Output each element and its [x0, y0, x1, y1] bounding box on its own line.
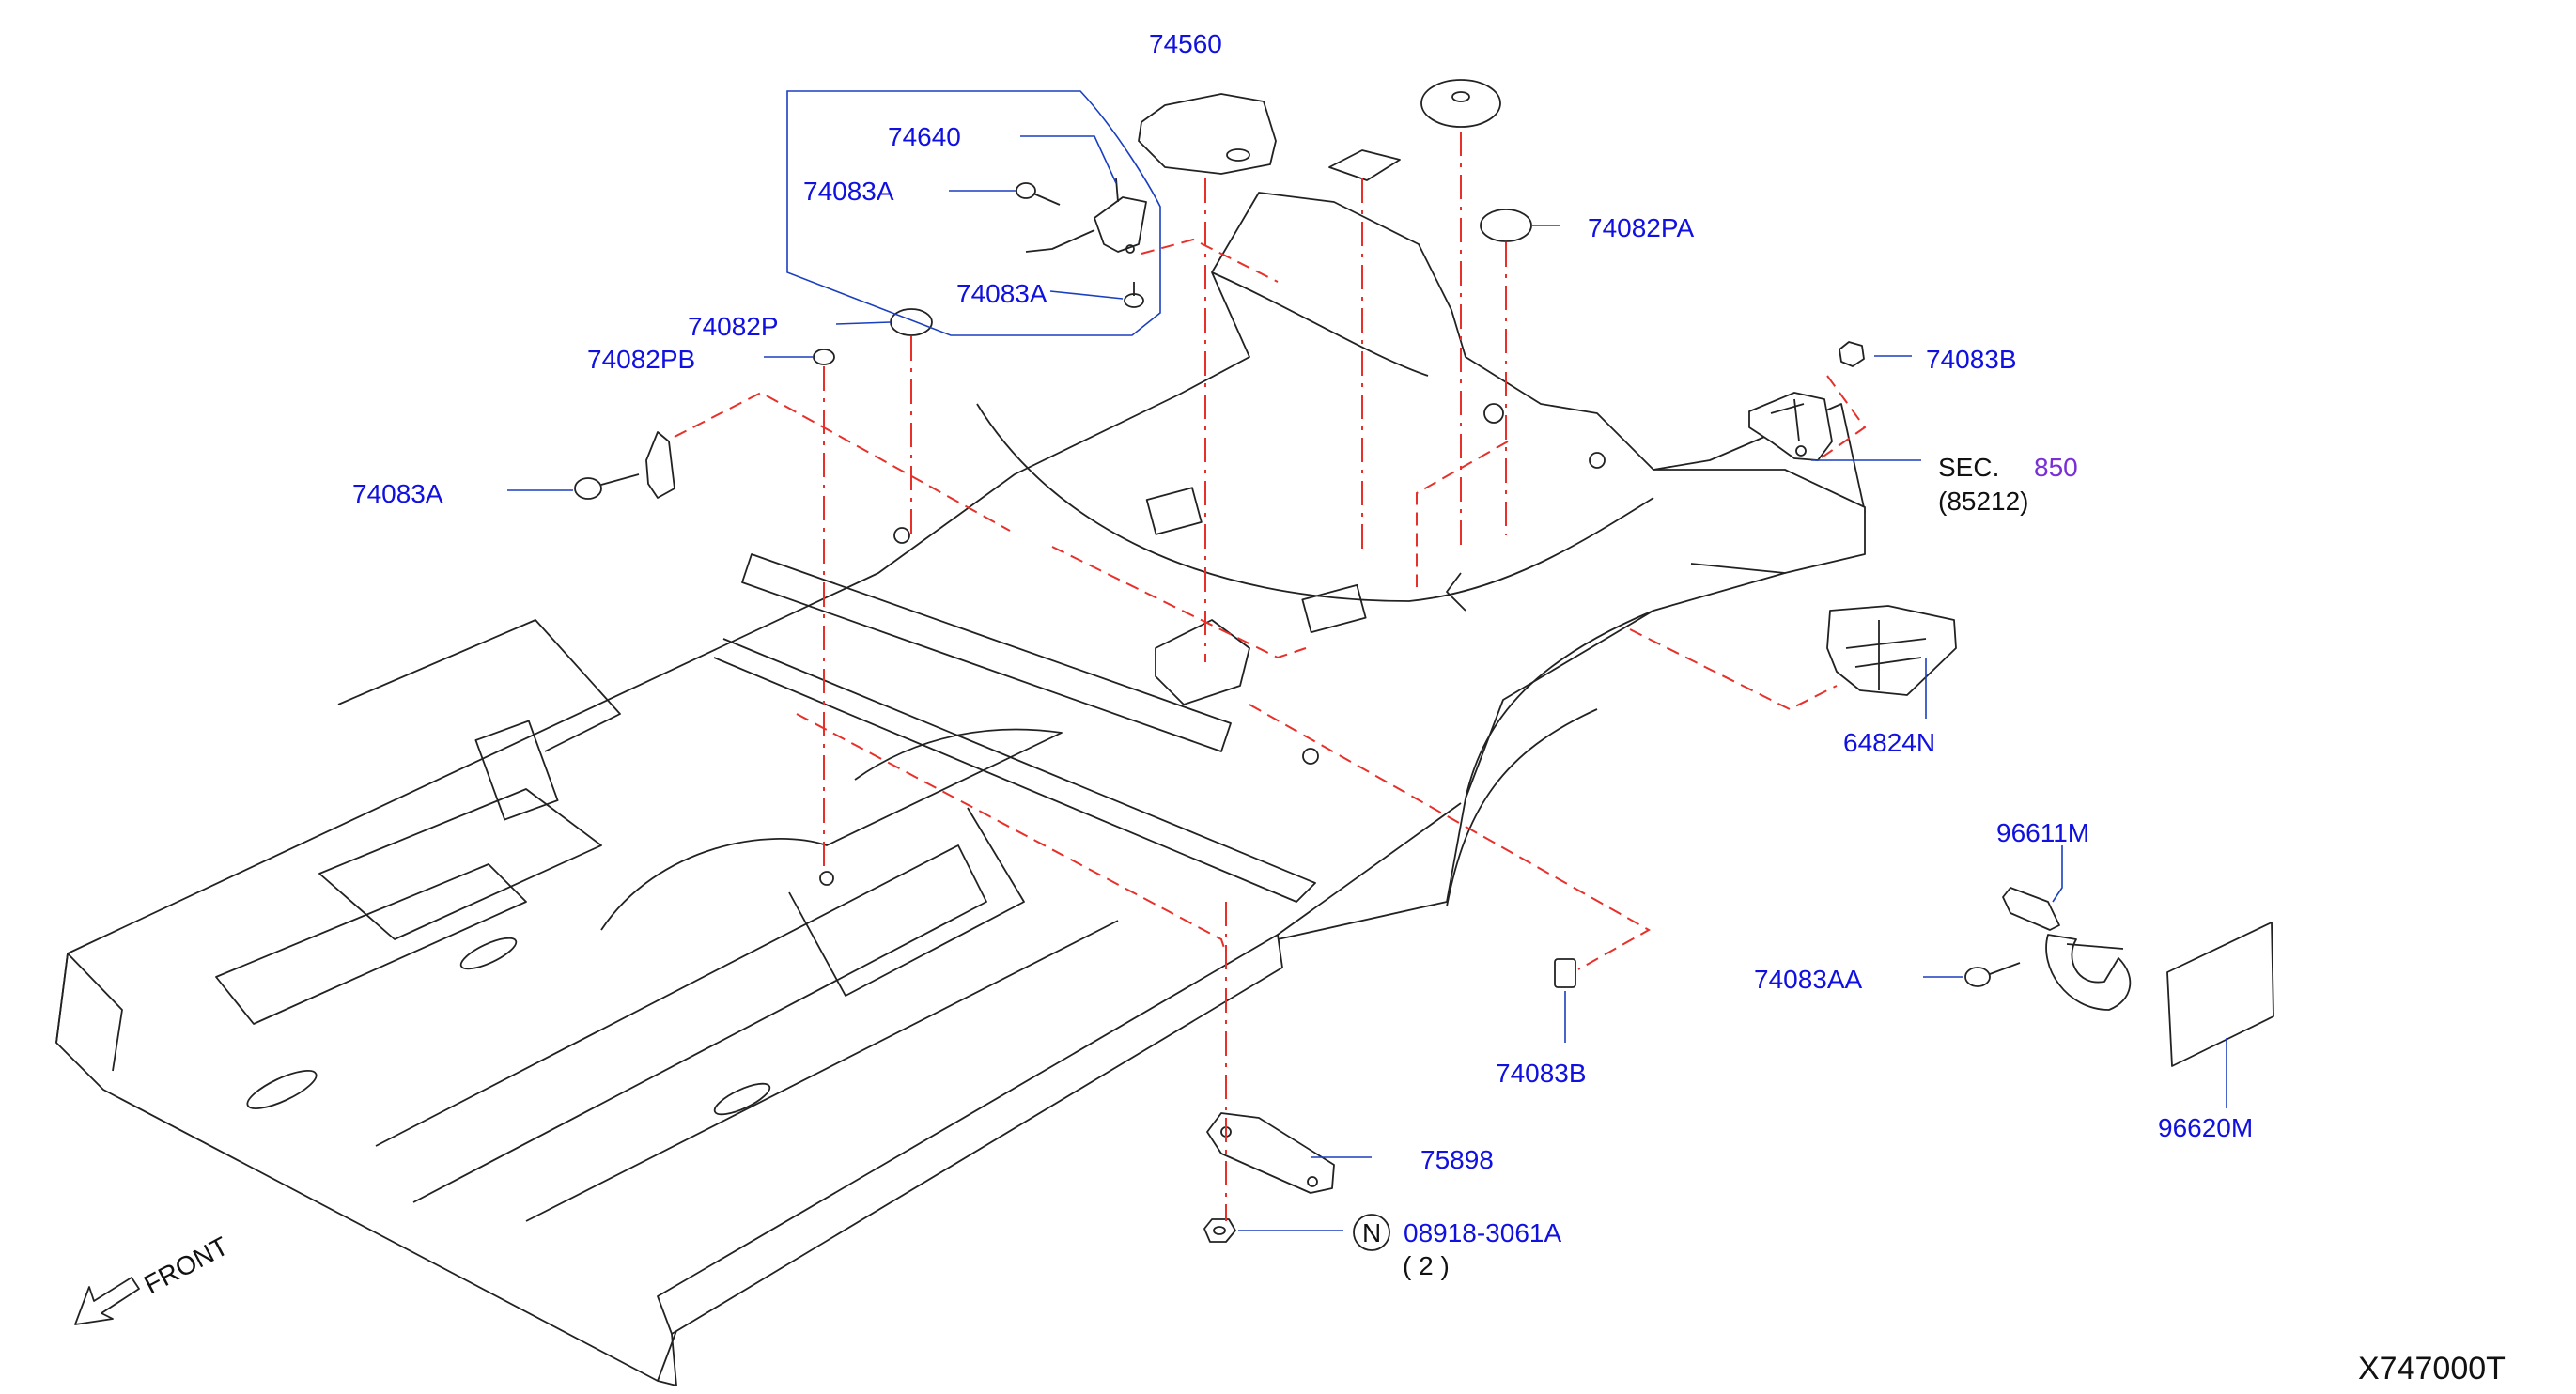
label-96620M-shape	[2166, 922, 2274, 1067]
front-arrow-icon	[74, 1277, 140, 1325]
nut-symbol-letter: N	[1362, 1218, 1381, 1247]
nut-74083B-upper-shape	[1839, 341, 1865, 367]
callout-74640: 74640	[888, 122, 961, 151]
plug-74082P-shape	[890, 308, 933, 336]
floor-pad-shape	[1420, 79, 1501, 128]
nut-08918-shape	[1203, 1218, 1236, 1243]
callout-64824N: 64824N	[1843, 728, 1935, 757]
callout-74083AA: 74083AA	[1754, 965, 1863, 994]
callout-75898: 75898	[1420, 1145, 1494, 1174]
assembly-group-box	[786, 90, 1161, 336]
callout-sec-sub: (85212)	[1938, 487, 2029, 516]
callout-74560: 74560	[1149, 29, 1222, 58]
callout-sec-prefix: SEC.	[1938, 453, 1999, 482]
callout-74083B-upper: 74083B	[1926, 345, 2017, 374]
sec850-bracket-shape	[1748, 392, 1833, 461]
nut-symbol-icon	[1353, 1214, 1390, 1251]
front-direction-label: FRONT	[139, 1231, 233, 1300]
callout-74083A-upper: 74083A	[803, 177, 894, 206]
callout-74082P: 74082P	[688, 312, 779, 341]
bolt-74083A-left-shape	[574, 431, 675, 500]
diagram-id: X747000T	[2358, 1351, 2506, 1386]
plug-74082PA-shape	[1480, 209, 1532, 242]
plug-74082PB-shape	[813, 348, 835, 365]
bolt-74083AA-shape	[1964, 962, 2021, 987]
part-64824N-shape	[1826, 605, 1957, 696]
callout-96611M: 96611M	[1996, 818, 2089, 847]
callout-74083A-lower: 74083A	[956, 279, 1047, 308]
callout-96620M: 96620M	[2158, 1113, 2253, 1142]
callout-08918-3061A: 08918-3061A	[1404, 1218, 1561, 1247]
clip-74083B-lower-shape	[1554, 958, 1576, 988]
mat-piece-shape	[1328, 149, 1401, 181]
bolt-74083A-lower-shape	[1124, 282, 1144, 308]
callout-74082PA: 74082PA	[1588, 213, 1694, 242]
bolt-74083A-upper-shape	[1016, 182, 1061, 206]
callout-sec-number[interactable]: 850	[2034, 453, 2078, 482]
part-74560-shape	[1138, 93, 1277, 175]
callout-leaders	[507, 135, 2227, 1231]
callout-74082PB: 74082PB	[587, 345, 695, 374]
assembly-guides	[674, 132, 1867, 1221]
callout-74083A-left: 74083A	[352, 479, 443, 508]
part-96611M-shape	[2002, 887, 2132, 1011]
part-74640-shape	[1025, 178, 1147, 254]
callout-nut-qty: ( 2 )	[1403, 1251, 1450, 1280]
callout-74083B-lower: 74083B	[1496, 1059, 1587, 1088]
floor-pan	[55, 192, 1866, 1386]
